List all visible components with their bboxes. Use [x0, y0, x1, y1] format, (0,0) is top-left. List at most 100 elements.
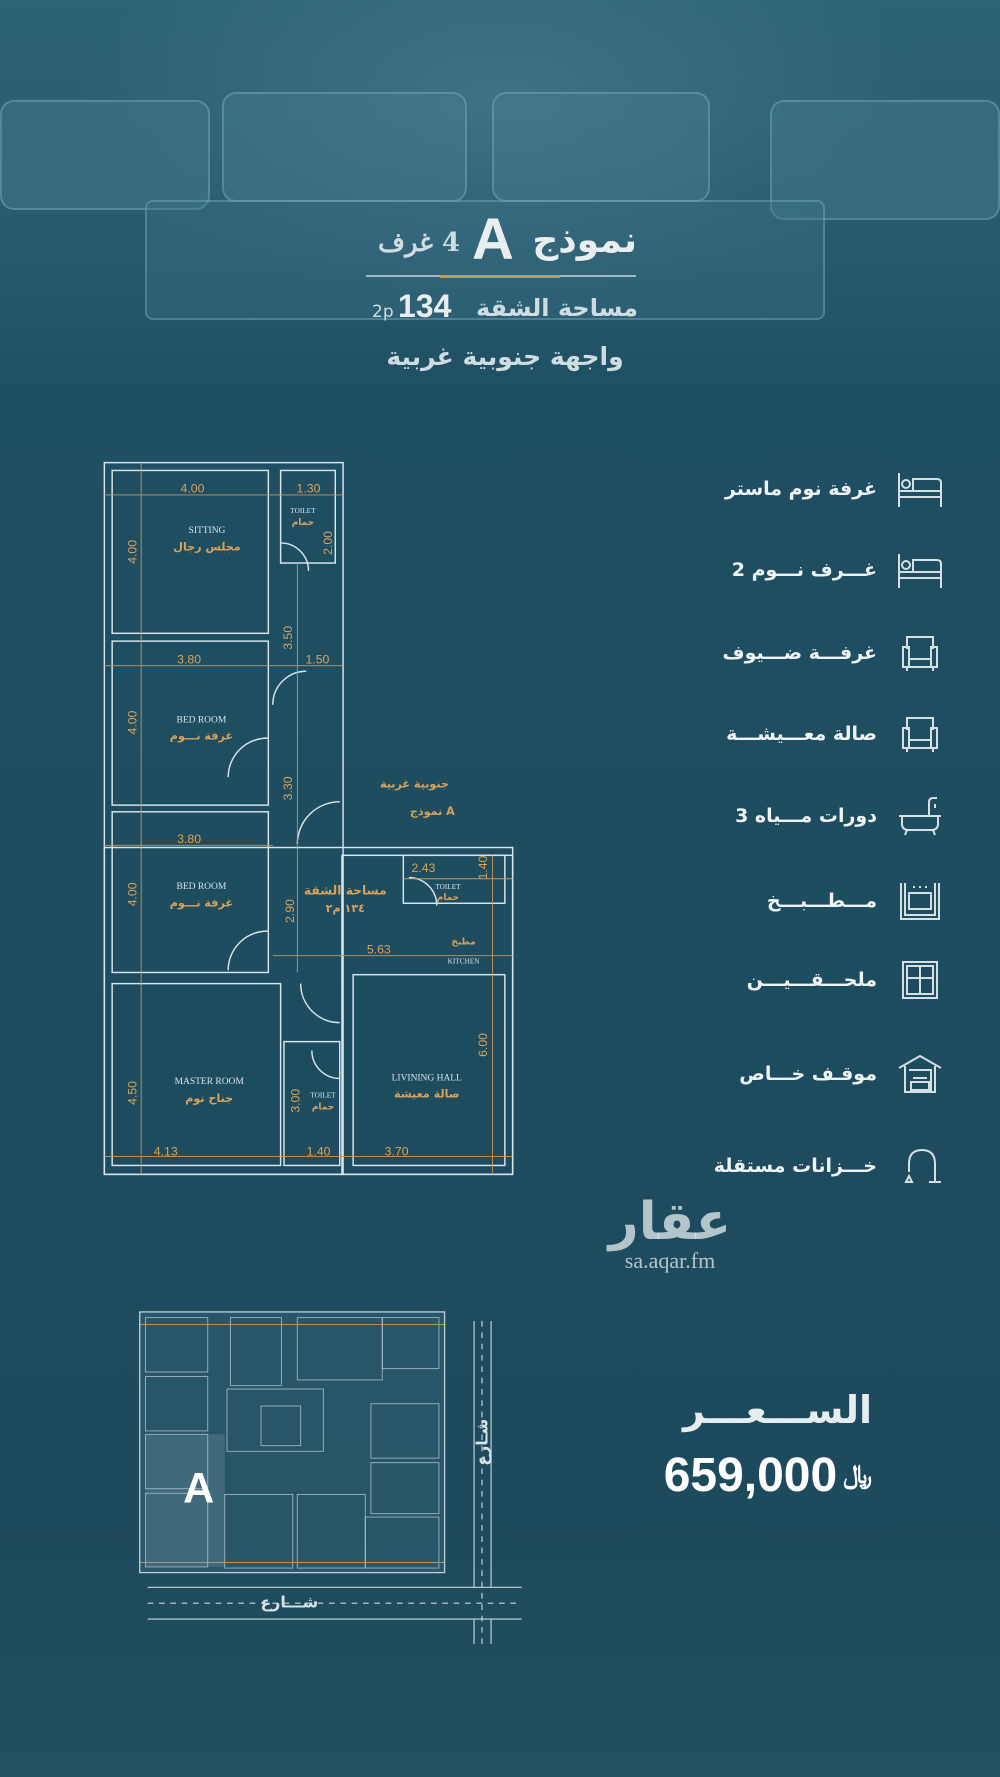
dim-label: 4.00 — [126, 540, 140, 564]
garage-icon — [898, 1054, 942, 1093]
dim-label: 4.13 — [154, 1144, 178, 1158]
dim-label: 3.50 — [281, 626, 295, 650]
dim-label: 2.90 — [283, 899, 297, 923]
dim-label: 2.00 — [321, 531, 335, 555]
dim-label: 3.70 — [385, 1144, 409, 1158]
dim-label: 3.00 — [289, 1089, 303, 1113]
room-ar: صالة معيشة — [394, 1087, 460, 1100]
room-en: SITTING — [189, 526, 226, 536]
dim-label: 4.00 — [181, 482, 205, 496]
room-ar: جناح نوم — [185, 1092, 233, 1105]
unit-a-highlight — [145, 1434, 225, 1567]
riyal-icon: ﷼ — [843, 1460, 872, 1490]
sofa-right — [770, 100, 1000, 220]
armchair-icon — [902, 717, 938, 752]
dim-label: 3.30 — [281, 776, 295, 800]
facade-direction: واجهة جنوبية غربية — [386, 342, 624, 371]
model-label: نموذج — [532, 220, 637, 261]
apartment-area-label: مساحة الشقة — [304, 883, 387, 897]
hero-background — [0, 0, 1000, 340]
room-en: BED ROOM — [177, 716, 227, 726]
plan-model-tag: نموذج A — [410, 805, 455, 819]
dim-label: 3.80 — [177, 652, 201, 666]
dim-label: 4.50 — [126, 1081, 140, 1105]
price-label: الســـعـــر — [683, 1388, 872, 1432]
apartment-area-value: ١٣٤ م٢ — [326, 902, 365, 915]
sofa-center-right — [492, 92, 710, 202]
room-ar: مجلس رجال — [173, 541, 240, 554]
feature-label: خـــزانات مستقلة — [713, 1155, 877, 1177]
room-en: MASTER ROOM — [175, 1077, 245, 1087]
oven-icon — [900, 883, 940, 920]
sofa-center-left — [222, 92, 467, 202]
coffee-table — [145, 200, 825, 320]
faucet-icon — [904, 1148, 941, 1183]
feature-label: غرفة نوم ماستر — [724, 478, 877, 500]
unit-letter: A — [183, 1464, 214, 1512]
dimension-lines — [104, 462, 513, 1175]
dim-label: 5.63 — [367, 942, 391, 956]
area-label: مساحة الشقة — [476, 294, 638, 322]
room-en: TOILET — [310, 1091, 336, 1099]
room-ar: حمام — [437, 893, 459, 903]
room-ar: غرفة نـــوم — [170, 729, 233, 742]
floor-plan: 4.00 1.30 2.00 4.00 3.50 1.50 3.80 4.00 … — [103, 461, 514, 1176]
feature-label: مـــطـــبـــخ — [766, 890, 877, 912]
bed-icon — [898, 473, 942, 507]
room-en: KITCHEN — [448, 958, 481, 966]
area-value: 134 — [398, 288, 452, 324]
room-en: TOILET — [435, 883, 461, 891]
watermark: عقار sa.aqar.fm — [600, 1196, 740, 1274]
feature-label: ملحـــقـــيـــن — [746, 969, 877, 991]
dim-label: 4.00 — [126, 710, 140, 734]
room-ar: حمام — [312, 1103, 334, 1113]
price: 659,000 ﷼ — [664, 1448, 872, 1503]
divider-accent — [440, 275, 560, 278]
rooms-count: 4 غرف — [378, 228, 461, 258]
dim-label: 4.00 — [126, 882, 140, 906]
model-letter: A — [472, 207, 514, 272]
feature-private-parking: موقـف خـــاص — [585, 1049, 945, 1099]
plan-facade-tag: جنوبية غربية — [380, 777, 449, 790]
feature-bathrooms: 3 دورات مـــياه — [585, 791, 945, 841]
site-rooms — [139, 1317, 445, 1569]
dim-label: 3.80 — [177, 832, 201, 846]
sofa-left — [0, 100, 210, 210]
feature-living-hall: صالة معـــيشـــة — [585, 709, 945, 759]
dim-label: 1.40 — [307, 1144, 331, 1158]
room-ar: غرفة نـــوم — [170, 897, 233, 910]
room-ar: حمام — [292, 518, 314, 528]
room-labels: SITTING مجلس رجال BED ROOM غرفة نـــوم B… — [170, 507, 480, 1113]
dim-label: 1.40 — [476, 855, 490, 879]
window-icon — [902, 961, 938, 999]
watermark-url: sa.aqar.fm — [624, 1248, 716, 1273]
room-ar: مطبخ — [451, 938, 475, 948]
bed-icon — [898, 554, 942, 588]
feature-label: 2 غـــرف نـــوم — [731, 559, 877, 581]
dim-label: 6.00 — [476, 1033, 490, 1057]
feature-guest-room: غرفـــة ضـــيوف — [585, 628, 945, 678]
feature-kitchen: مـــطـــبـــخ — [585, 876, 945, 926]
feature-annexes: ملحـــقـــيـــن — [585, 955, 945, 1005]
dim-label: 1.30 — [297, 482, 321, 496]
walls — [103, 461, 514, 1176]
armchair-icon — [902, 636, 938, 671]
price-value: 659,000 — [663, 1449, 838, 1502]
street-label-bottom: شـــارع — [260, 1593, 318, 1612]
watermark-logo: عقار — [608, 1192, 732, 1252]
street-label-side: شـارع — [473, 1419, 492, 1466]
dimension-labels: 4.00 1.30 2.00 4.00 3.50 1.50 3.80 4.00 … — [126, 482, 490, 1159]
feature-label: صالة معـــيشـــة — [726, 723, 877, 745]
dim-label: 1.50 — [305, 652, 329, 666]
feature-label: غرفـــة ضـــيوف — [722, 642, 877, 664]
room-en: BED ROOM — [177, 882, 227, 892]
streets — [147, 1321, 522, 1644]
bathtub-icon — [899, 797, 941, 836]
area-unit: 2p — [372, 302, 394, 322]
dim-label: 2.43 — [411, 861, 435, 875]
title-row: نموذج A 4 غرف — [0, 207, 1000, 272]
room-en: TOILET — [290, 507, 316, 515]
feature-master-bedroom: غرفة نوم ماستر — [585, 464, 945, 514]
feature-bedrooms: 2 غـــرف نـــوم — [585, 545, 945, 595]
feature-independent-tanks: خـــزانات مستقلة — [585, 1141, 945, 1191]
